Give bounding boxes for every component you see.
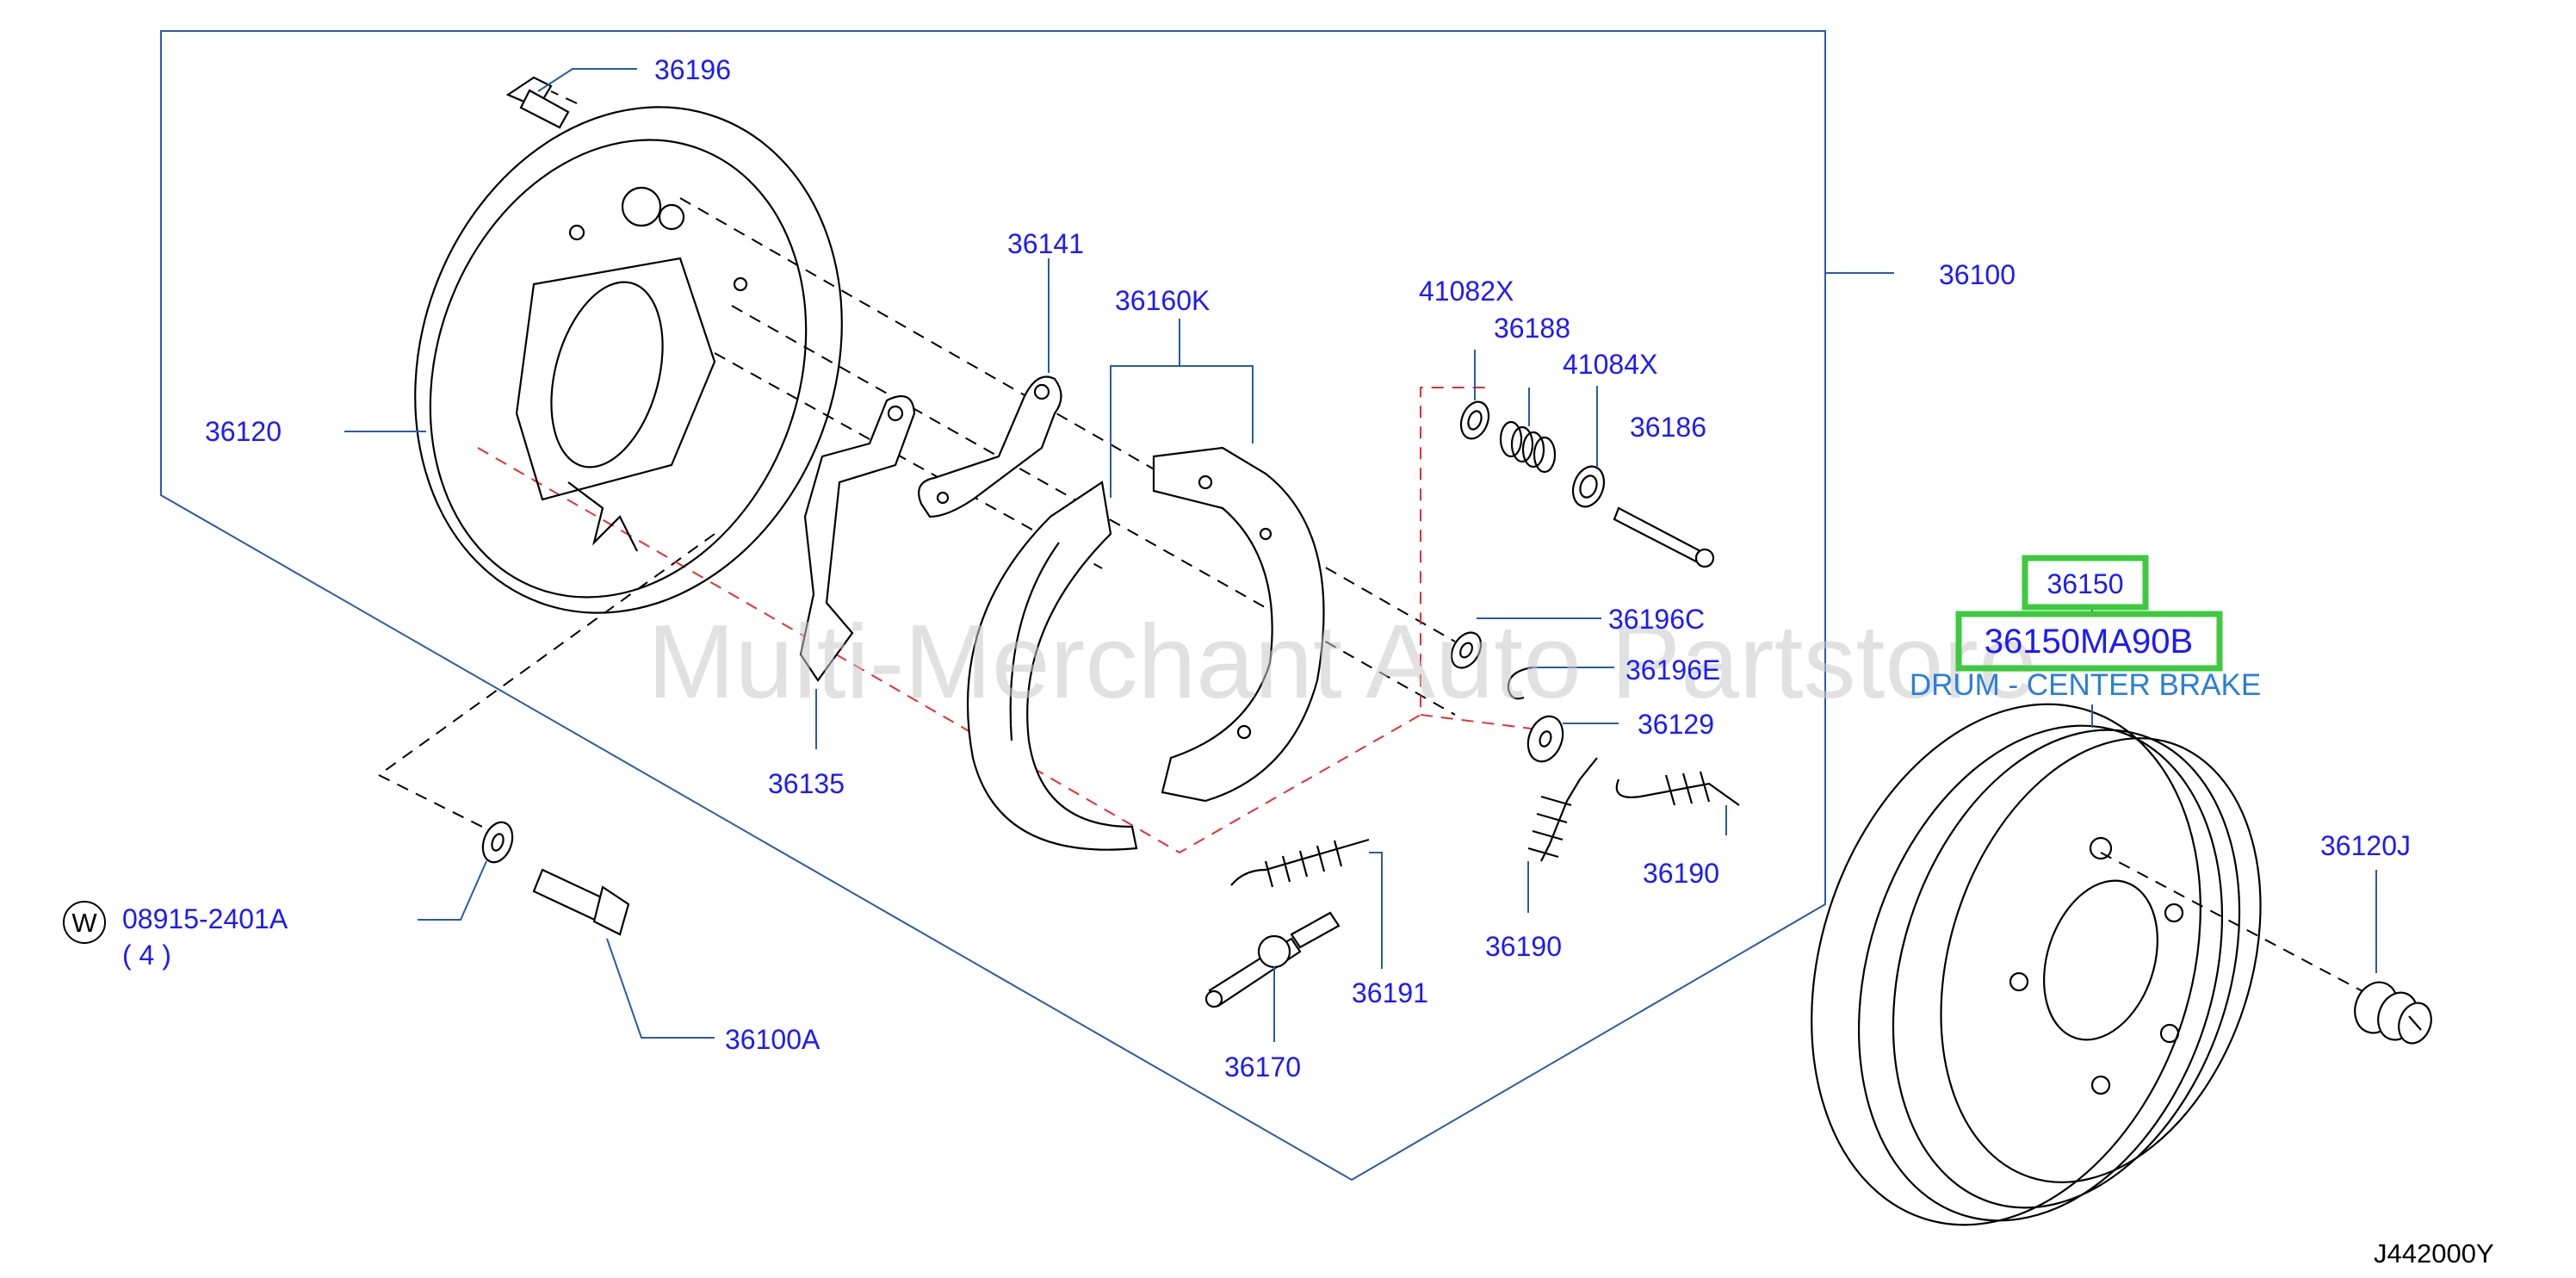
- label-36191[interactable]: 36191: [1352, 977, 1428, 1008]
- label-36100A[interactable]: 36100A: [725, 1024, 820, 1055]
- label-36120[interactable]: 36120: [205, 416, 282, 447]
- watermark: Multi-Merchant Auto Partstore: [647, 603, 2037, 720]
- leader-lines: [344, 68, 2377, 1042]
- backing-plate-part[interactable]: [346, 47, 911, 673]
- washer-08915-part[interactable]: [478, 818, 517, 866]
- washer-symbol-letter: W: [71, 908, 97, 938]
- bolt-36100A-part[interactable]: [532, 868, 630, 936]
- assembly-frame: [160, 30, 1826, 1182]
- label-36188[interactable]: 36188: [1494, 313, 1570, 344]
- highlight-box-36150: [2022, 555, 2149, 611]
- label-36186[interactable]: 36186: [1630, 412, 1706, 443]
- label-36100[interactable]: 36100: [1939, 259, 2016, 290]
- part-labels: 36196 36100 36120 36141 36160K 41082X 36…: [122, 54, 2411, 1083]
- washer-36129-part[interactable]: [1522, 711, 1569, 766]
- return-spring-36190a-part[interactable]: [1527, 757, 1598, 862]
- spring-36191-part[interactable]: [1230, 838, 1370, 888]
- hold-down-cup-41082X-part[interactable]: [1456, 398, 1493, 443]
- bolt-36196-part[interactable]: [505, 76, 570, 129]
- part-description: DRUM - CENTER BRAKE: [1910, 668, 2261, 702]
- plug-36120J-part[interactable]: [2348, 977, 2437, 1048]
- label-36135[interactable]: 36135: [768, 768, 845, 799]
- selected-part-group[interactable]: 36150 36150MA90B DRUM - CENTER BRAKE: [1910, 555, 2261, 702]
- washer-36196C-part[interactable]: [1446, 627, 1487, 673]
- label-41082X[interactable]: 41082X: [1419, 276, 1514, 307]
- pin-36186-part[interactable]: [1613, 506, 1715, 568]
- lever-36135-part[interactable]: [799, 394, 916, 682]
- label-36190-left[interactable]: 36190: [1485, 931, 1562, 962]
- adjuster-36170-part[interactable]: [1204, 911, 1341, 1008]
- label-08915-2401A[interactable]: 08915-2401A: [122, 903, 288, 934]
- return-spring-36190b-part[interactable]: [1615, 771, 1740, 806]
- strut-36141-part[interactable]: [918, 375, 1062, 518]
- label-36141[interactable]: 36141: [1007, 228, 1084, 259]
- highlight-box-36150MA90B: [1955, 611, 2223, 672]
- retainer-41084X-part[interactable]: [1568, 462, 1609, 512]
- label-36160K[interactable]: 36160K: [1115, 285, 1210, 316]
- assembly-guide-lines: [378, 90, 2394, 1008]
- clip-36196E-part[interactable]: [1507, 666, 1533, 700]
- label-36190-right[interactable]: 36190: [1643, 858, 1719, 889]
- label-36170[interactable]: 36170: [1224, 1052, 1301, 1083]
- label-36129[interactable]: 36129: [1638, 709, 1714, 740]
- label-36150MA90B[interactable]: 36150MA90B: [1985, 623, 2193, 661]
- label-36120J[interactable]: 36120J: [2320, 830, 2411, 861]
- label-36196C[interactable]: 36196C: [1608, 604, 1705, 635]
- washer-symbol: W: [63, 901, 106, 944]
- label-08915-quantity: ( 4 ): [122, 940, 171, 971]
- label-36196[interactable]: 36196: [654, 54, 731, 85]
- label-41084X[interactable]: 41084X: [1563, 349, 1657, 380]
- brake-drum-part[interactable]: [1748, 654, 2315, 1276]
- diagram-reference-code: J442000Y: [2374, 1238, 2494, 1269]
- label-36196E[interactable]: 36196E: [1625, 655, 1720, 686]
- brake-shoes-part[interactable]: [966, 446, 1325, 851]
- hold-down-spring-36188-part[interactable]: [1499, 420, 1557, 474]
- label-36150[interactable]: 36150: [2047, 568, 2124, 599]
